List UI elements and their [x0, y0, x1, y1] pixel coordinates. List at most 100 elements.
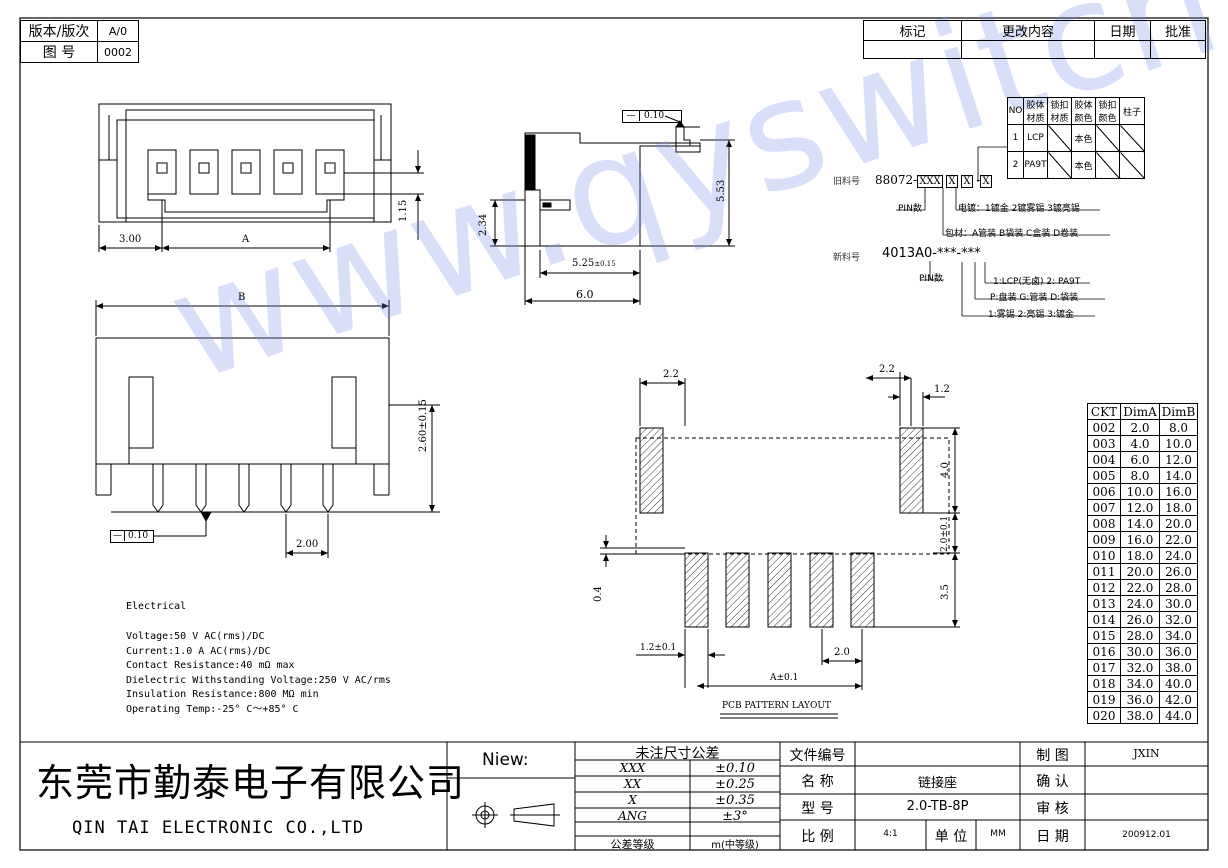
dim-3-00: 3.00	[119, 234, 142, 245]
drawing-no-label: 图 号	[20, 41, 98, 63]
mat-cell-slash	[1119, 151, 1145, 179]
flatness-box-top: —0.10	[622, 110, 682, 123]
ckt-cell: 016	[1087, 643, 1121, 660]
ckt-cell: 36.0	[1120, 691, 1160, 708]
grade-value: m(中等级)	[711, 840, 759, 851]
new-pn-material: 1:LCP(无卤) 2: PA9T	[993, 277, 1081, 287]
pcb-dim-2-0-vertical: 2.0±0.1	[940, 515, 950, 552]
model-value: 2.0-TB-8P	[906, 799, 969, 814]
mat-header: NO	[1007, 97, 1024, 125]
old-pn-box: X	[961, 175, 973, 188]
unit-value: MM	[990, 829, 1006, 839]
sheet-border	[19, 17, 1209, 851]
rev-header-approve: 批准	[1150, 20, 1206, 41]
mat-cell-slash	[1047, 124, 1072, 152]
dim-a: A	[242, 234, 250, 245]
mat-cell-slash	[1095, 124, 1120, 152]
version-label: 版本/版次	[20, 20, 98, 42]
ckt-cell: 32.0	[1120, 659, 1160, 676]
ckt-cell: 12.0	[1159, 451, 1198, 468]
pcb-dim-2-2-left: 2.2	[663, 369, 679, 380]
rev-cell	[1094, 40, 1151, 59]
ckt-cell: 34.0	[1159, 627, 1198, 644]
dim-2-34: 2.34	[478, 213, 489, 236]
ckt-cell: 42.0	[1159, 691, 1198, 708]
ckt-cell: 009	[1087, 531, 1121, 548]
ckt-cell: 003	[1087, 435, 1121, 452]
ckt-cell: 011	[1087, 563, 1121, 580]
tolerance-key: X	[628, 793, 637, 807]
date-value: 200912.01	[1122, 830, 1171, 840]
rev-cell	[863, 40, 962, 59]
company-name-en: QIN TAI ELECTRONIC CO.,LTD	[72, 818, 365, 838]
mat-cell: 2	[1007, 151, 1024, 179]
ckt-cell: 24.0	[1120, 595, 1160, 612]
ckt-header: DimA	[1120, 403, 1160, 420]
rev-header-date: 日期	[1094, 20, 1151, 41]
part-number-leaders	[896, 146, 1110, 317]
ckt-cell: 10.0	[1120, 483, 1160, 500]
dim-1-15: 1.15	[398, 199, 409, 222]
electrical-line: Operating Temp:-25° C～+85° C	[126, 703, 299, 715]
ckt-cell: 013	[1087, 595, 1121, 612]
old-pn-pin: PIN数	[898, 204, 922, 214]
new-pn-package: P:盘装 G:管装 D:袋装	[990, 293, 1079, 303]
ckt-cell: 010	[1087, 547, 1121, 564]
new-pn-label: 新料号	[833, 253, 861, 263]
ckt-cell: 26.0	[1159, 563, 1198, 580]
ckt-cell: 8.0	[1120, 467, 1160, 484]
ckt-cell: 10.0	[1159, 435, 1198, 452]
mat-header: 柱子	[1119, 97, 1145, 125]
ckt-cell: 38.0	[1120, 707, 1160, 724]
ckt-cell: 14.0	[1159, 467, 1198, 484]
mat-cell: 本色	[1071, 124, 1096, 152]
ckt-cell: 007	[1087, 499, 1121, 516]
old-pn-prefix: 88072-	[875, 173, 918, 187]
ckt-cell: 6.0	[1120, 451, 1160, 468]
new-pn-pin: PIN数	[919, 274, 943, 284]
old-pn-code: 88072-XXX X X -X	[875, 173, 992, 188]
model-label: 型 号	[801, 801, 834, 817]
electrical-specs: Voltage:50 V AC(rms)/DC Current:1.0 A AC…	[126, 630, 391, 717]
ckt-cell: 20.0	[1159, 515, 1198, 532]
tolerance-value: ±0.10	[715, 761, 755, 776]
ckt-cell: 014	[1087, 611, 1121, 628]
ckt-cell: 30.0	[1120, 643, 1160, 660]
ckt-cell: 38.0	[1159, 659, 1198, 676]
ckt-cell: 16.0	[1159, 483, 1198, 500]
pcb-dim-4-0: 4.0	[940, 462, 951, 478]
ckt-cell: 002	[1087, 419, 1121, 436]
ckt-cell: 22.0	[1159, 531, 1198, 548]
confirm-label: 确 认	[1036, 774, 1069, 790]
electrical-line: Insulation Resistance:800 MΩ min	[126, 689, 319, 700]
company-name-cn: 东莞市勤泰电子有限公司	[36, 761, 466, 805]
rev-cell	[961, 40, 1095, 59]
scale-label: 比 例	[801, 829, 834, 845]
old-pn-box: X	[946, 175, 958, 188]
ckt-cell: 40.0	[1159, 675, 1198, 692]
ckt-cell: 26.0	[1120, 611, 1160, 628]
mat-cell-slash	[1119, 124, 1145, 152]
old-pn-label: 旧料号	[833, 177, 861, 187]
dim-5-25-value: 5.25	[572, 258, 595, 269]
electrical-line: Dielectric Withstanding Voltage:250 V AC…	[126, 674, 391, 686]
ckt-cell: 2.0	[1120, 419, 1160, 436]
header-table: 版本/版次 A/0 图 号 0002	[20, 20, 139, 63]
ckt-cell: 44.0	[1159, 707, 1198, 724]
ckt-cell: 30.0	[1159, 595, 1198, 612]
ckt-cell: 020	[1087, 707, 1121, 724]
